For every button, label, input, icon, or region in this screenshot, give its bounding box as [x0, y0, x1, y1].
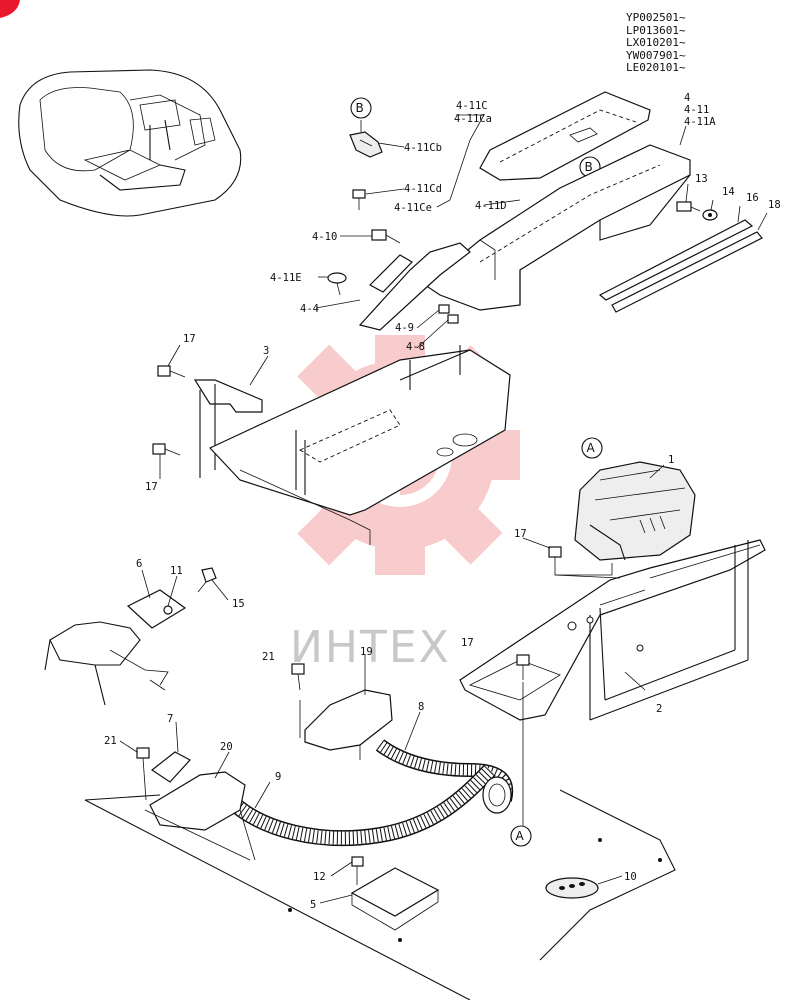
callout-b-text: B [585, 160, 593, 174]
bracket-frame-3 [193, 379, 263, 478]
duct-main-body [423, 144, 691, 311]
part-label: 17 [514, 528, 527, 540]
hose-9 [224, 764, 496, 847]
part-label: 6 [136, 558, 142, 570]
callout-a-heater: A [581, 437, 603, 459]
floor-bracket-left [44, 621, 169, 706]
part-label: 4-11Cd [404, 183, 442, 195]
part-label: 3 [263, 345, 269, 357]
callout-b-top: B [350, 97, 372, 119]
bolt-21-lower [136, 747, 150, 801]
callout-b-text: B [356, 101, 364, 115]
part-label: 9 [275, 771, 281, 783]
part-label: 4-11D [475, 200, 507, 212]
part-label: 13 [695, 173, 708, 185]
main-frame [208, 345, 511, 545]
serial-range: LX010201~ [626, 36, 686, 49]
part-label: 21 [104, 735, 117, 747]
bolt-4-10 [371, 229, 401, 244]
grommet-4-11E [327, 272, 347, 296]
heater-unit-1 [574, 461, 696, 561]
bolt-17-lower [152, 443, 181, 456]
part-label: 18 [768, 199, 781, 211]
callout-a-hose: A [510, 825, 532, 847]
part-label: 4-11Cb [404, 142, 442, 154]
part-labels: 4 4-11 4-11A 4-11C 4-11Ca 4-11Cb 4-11Cd … [104, 92, 781, 911]
part-label: 4-11A [684, 116, 716, 128]
leader-lines [119, 114, 768, 904]
part-label: 1 [668, 454, 674, 466]
serial-range: LE020101~ [626, 61, 686, 74]
part-label: 14 [722, 186, 735, 198]
duct-elbow-19 [299, 689, 393, 760]
serial-range: LP013601~ [626, 23, 686, 37]
support-frame-2 [459, 539, 766, 721]
serial-range: YW007901~ [626, 48, 686, 62]
nut-4-8 [447, 314, 459, 324]
part-label: 4-11E [270, 272, 302, 284]
cover-plate-5 [350, 867, 440, 931]
part-label: 17 [183, 333, 196, 345]
bolt-12 [351, 856, 364, 885]
part-label: 17 [461, 637, 474, 649]
bolt-17-frame [516, 654, 530, 680]
callout-a-text: A [516, 829, 525, 843]
part-label: 4-11Ca [454, 113, 492, 125]
part-label: 20 [220, 741, 233, 753]
serial-range: YP002501~ [626, 11, 686, 24]
part-label: 2 [656, 703, 662, 715]
grommet-10 [545, 877, 599, 899]
part-label: 7 [167, 713, 173, 725]
part-label: 21 [262, 651, 275, 663]
part-label: 17 [145, 481, 158, 493]
rail-16 [598, 219, 754, 301]
duct-cover-4-11C [479, 91, 651, 181]
rail-18 [611, 231, 763, 313]
clip-part [349, 120, 383, 158]
part-label: 4-9 [395, 322, 414, 334]
bolt-13 [676, 201, 701, 212]
part-label: 12 [313, 871, 326, 883]
part-label: 19 [360, 646, 373, 658]
callout-a-text: A [587, 441, 596, 455]
bolt-21-upper [291, 663, 305, 691]
part-label: 8 [418, 701, 424, 713]
duct-adapter-20 [144, 771, 256, 861]
part-label: 10 [624, 871, 637, 883]
duct-tube-4-4 [358, 242, 471, 331]
part-label: 4-4 [300, 303, 319, 315]
plate-6 [126, 589, 187, 629]
floor-plate [84, 789, 676, 1000]
part-label: 4-11 [684, 104, 709, 116]
corner-mark [0, 0, 20, 18]
serial-number-ranges: YP002501~ LP013601~ LX010201~ YW007901~ … [626, 11, 686, 75]
part-label: 4-11Ce [394, 202, 432, 214]
bolt-17-upper [157, 365, 186, 378]
part-label: 5 [310, 899, 316, 911]
part-label: 15 [232, 598, 245, 610]
nut-4-9 [438, 304, 450, 314]
part-label: 11 [170, 565, 183, 577]
machine-overview-sketch [18, 69, 242, 217]
screw-part [352, 189, 366, 210]
hose-connector [482, 776, 512, 814]
washer-14 [702, 209, 718, 221]
bracket-7 [150, 751, 191, 783]
part-label: 16 [746, 192, 759, 204]
part-label: 4-10 [312, 231, 337, 243]
part-label: 4 [684, 92, 690, 104]
part-label: 4-11C [456, 100, 488, 112]
washer-11 [163, 605, 173, 615]
bolt-15 [197, 567, 217, 593]
watermark-text: ИНТЕХ [290, 622, 451, 673]
part-label: 4-8 [406, 341, 425, 353]
